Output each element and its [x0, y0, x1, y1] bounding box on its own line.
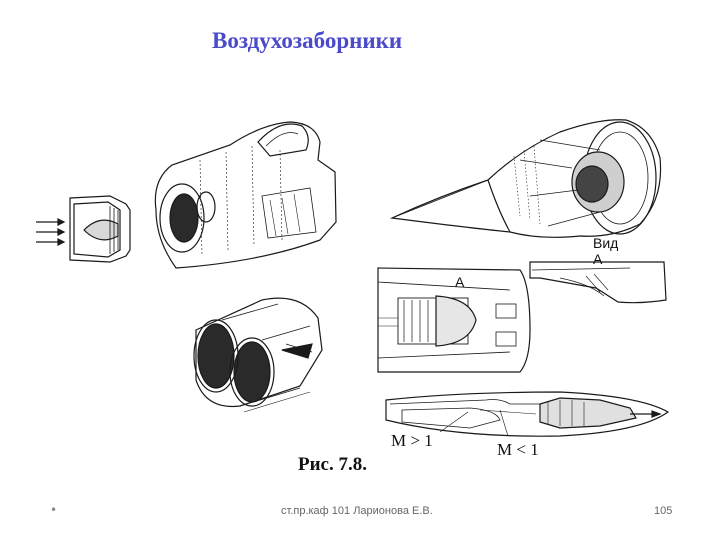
mach-subsonic-label: M < 1 — [497, 440, 539, 459]
figure-caption: Рис. 7.8. — [298, 454, 367, 475]
footer-bullet: • — [50, 503, 58, 517]
slide-title: Воздухозаборники — [212, 28, 403, 53]
view-a-label-letter: А — [593, 251, 603, 267]
twin-intakes — [193, 297, 323, 413]
fighter-nose-intake — [154, 121, 337, 269]
section-label-a: А — [455, 274, 465, 290]
view-a-detail — [529, 261, 667, 304]
mach-supersonic-label: M > 1 — [391, 431, 433, 450]
view-a-label: Вид А — [593, 235, 623, 267]
intake-schematic-small — [36, 195, 131, 263]
page-number: 105 — [654, 505, 673, 517]
intake-section — [377, 267, 531, 373]
engine-cross-section — [385, 391, 670, 437]
cone-intake — [389, 119, 662, 238]
footer-author: ст.пр.каф 101 Ларионова Е.В. — [281, 505, 433, 517]
view-a-label-word: Вид — [593, 235, 619, 251]
